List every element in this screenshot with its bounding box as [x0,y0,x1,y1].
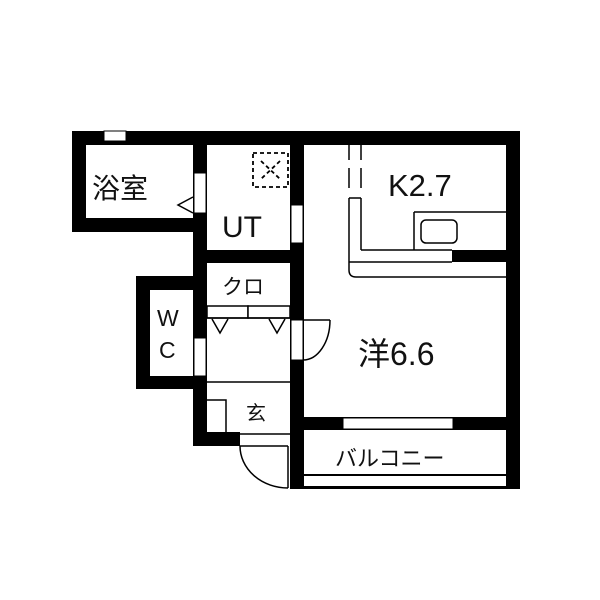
wc-door-opening [193,337,207,377]
closet-doors [206,305,291,335]
room-label-balcony: バルコニー [335,446,445,471]
room-label-toilet-c: C [159,337,176,363]
room-label-bath: 浴室 [92,173,148,204]
room-label-utility: UT [222,211,262,244]
kitchen-counter [348,145,506,278]
windows [103,130,454,430]
bath-door-icon [176,196,194,214]
room-door-icon [302,319,331,361]
bath-window [103,130,127,142]
room-door-opening [290,319,304,361]
balcony-window [342,417,454,430]
washing-machine-icon [252,152,289,188]
ut-right-opening [290,204,304,244]
entrance-door-icon [239,445,289,489]
bath-door-opening [193,172,207,214]
room-label-kitchen: K2.7 [388,168,452,203]
room-label-western-room: 洋6.6 [358,336,435,372]
hallway-lines [207,381,290,435]
room-label-closet: クロ [222,276,264,299]
kitchen-sink-icon [420,219,458,244]
room-label-entrance: 玄 [246,402,266,425]
room-label-toilet-w: W [157,305,179,331]
